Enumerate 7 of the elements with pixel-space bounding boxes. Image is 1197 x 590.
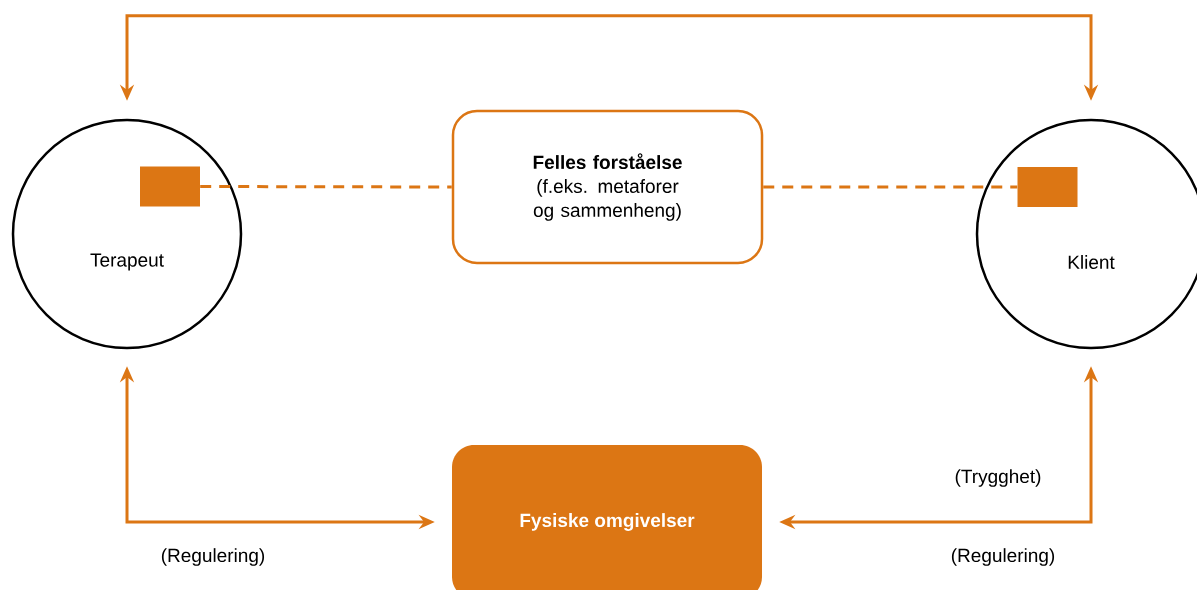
rounded-box: Felles forståelse (f.eks. metaforer og sammenheng) [451,109,764,265]
marker-square [1017,167,1078,207]
note-label: (Trygghet) [955,469,1041,487]
edge-label: (Regulering) [951,548,1055,566]
rounded-box: Fysiske omgivelser [452,445,762,590]
edge-label: (Regulering) [161,548,265,566]
marker-square [140,166,200,207]
